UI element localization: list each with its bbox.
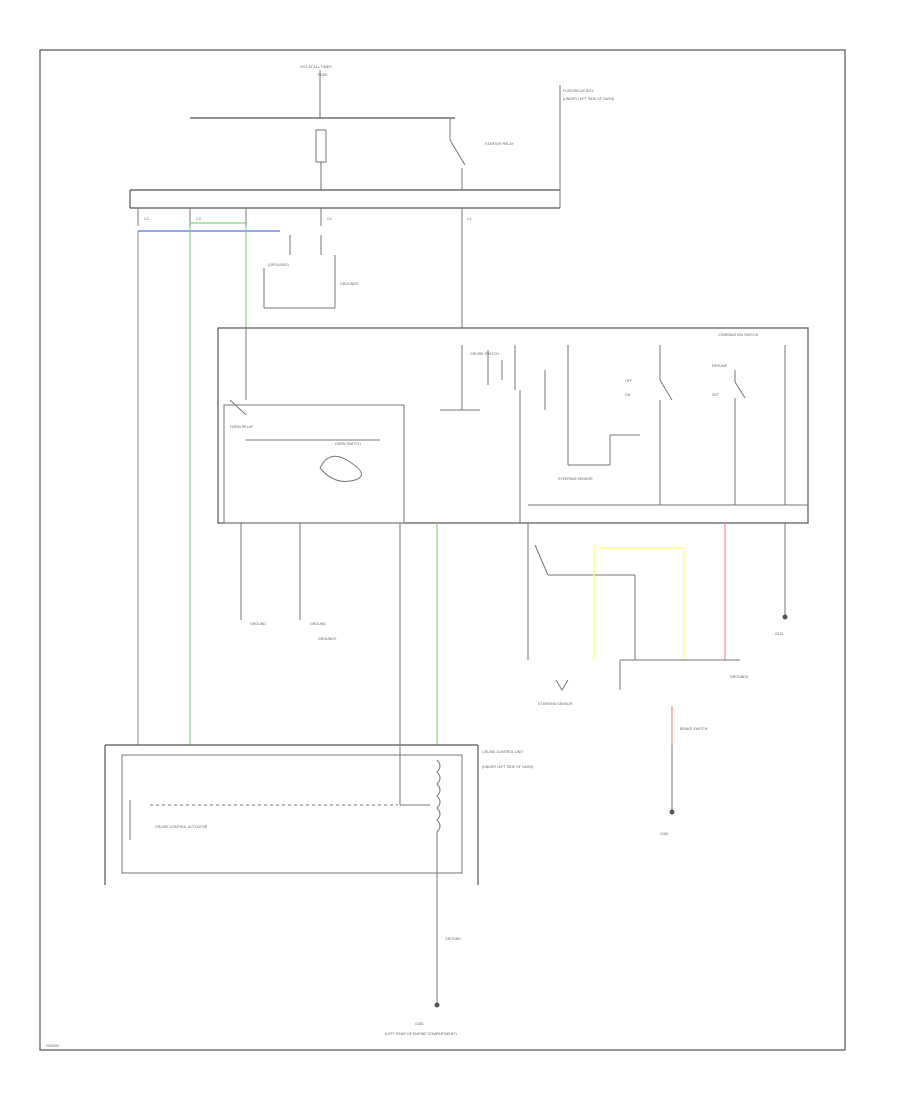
brake-switch-label: BRAKE SWITCH (680, 727, 708, 731)
set-switch-label: SET (712, 393, 720, 397)
horn-relay-label: HORN RELAY (230, 425, 254, 429)
footer-code: G00000 (46, 1044, 59, 1048)
horn-switch-label: HORN SWITCH (335, 442, 361, 446)
resume-switch-label: RESUME (712, 364, 728, 368)
ground-label-2: GROUND (310, 622, 326, 626)
pin-tag-4: C1 (467, 217, 472, 221)
steering-sensor-symbol (555, 679, 569, 691)
starter-relay-label: STARTER RELAY (485, 142, 515, 146)
grounds-label: (GROUNDS) (268, 263, 289, 267)
horn-switch-arc (319, 455, 362, 482)
on-switch-label: ON (625, 393, 631, 397)
pin-tag-3: C4 (327, 217, 332, 221)
fuse-relay-label: FUSE/RELAY BOX (563, 89, 594, 93)
ground-g2-label: G401 (660, 832, 669, 836)
pin-tag-1: C2 (144, 217, 149, 221)
grounds-label-b: GROUNDS (318, 637, 337, 641)
fuse-relay-note: (UNDER LEFT SIDE OF DASH) (563, 97, 614, 101)
ground-label-1: GROUND (250, 622, 266, 626)
diagram-frame (39, 49, 846, 1051)
combination-switch-label: COMBINATION SWITCH (718, 333, 759, 337)
combination-switch-box (217, 327, 809, 524)
grounds-label-c: GROUNDS (730, 675, 749, 679)
off-switch-label: OFF (625, 379, 633, 383)
cruise-control-unit-box (121, 754, 463, 874)
horn-relay-box (223, 404, 405, 524)
relay-coil (315, 129, 327, 163)
cruise-control-unit-label: CRUISE CONTROL UNIT (482, 750, 524, 754)
fuse-label: FUSE (318, 73, 328, 77)
actuator-label-inline: CRUISE CONTROL ACTUATOR (155, 825, 208, 829)
steering-sensor-label-a: STEERING SENSOR (558, 477, 593, 481)
cruise-switch-label: CRUISE SWITCH (470, 352, 499, 356)
actuator-coil (436, 759, 441, 833)
ground-g3-label: G301 (415, 1022, 424, 1026)
cruise-unit-note: (UNDER LEFT SIDE OF DASH) (482, 765, 533, 769)
grounds-label-a: GROUNDS (340, 282, 359, 286)
hot-at-all-times-label: HOT AT ALL TIMES (300, 65, 332, 69)
pin-tag-2: C3 (196, 217, 201, 221)
ground-g-label: G101 (775, 632, 784, 636)
steering-sensor-label: STEERING SENSOR (538, 702, 573, 706)
ground-bottom-label: GROUND (445, 937, 461, 941)
actuator-note: (LEFT REAR OF ENGINE COMPARTMENT) (385, 1032, 457, 1036)
